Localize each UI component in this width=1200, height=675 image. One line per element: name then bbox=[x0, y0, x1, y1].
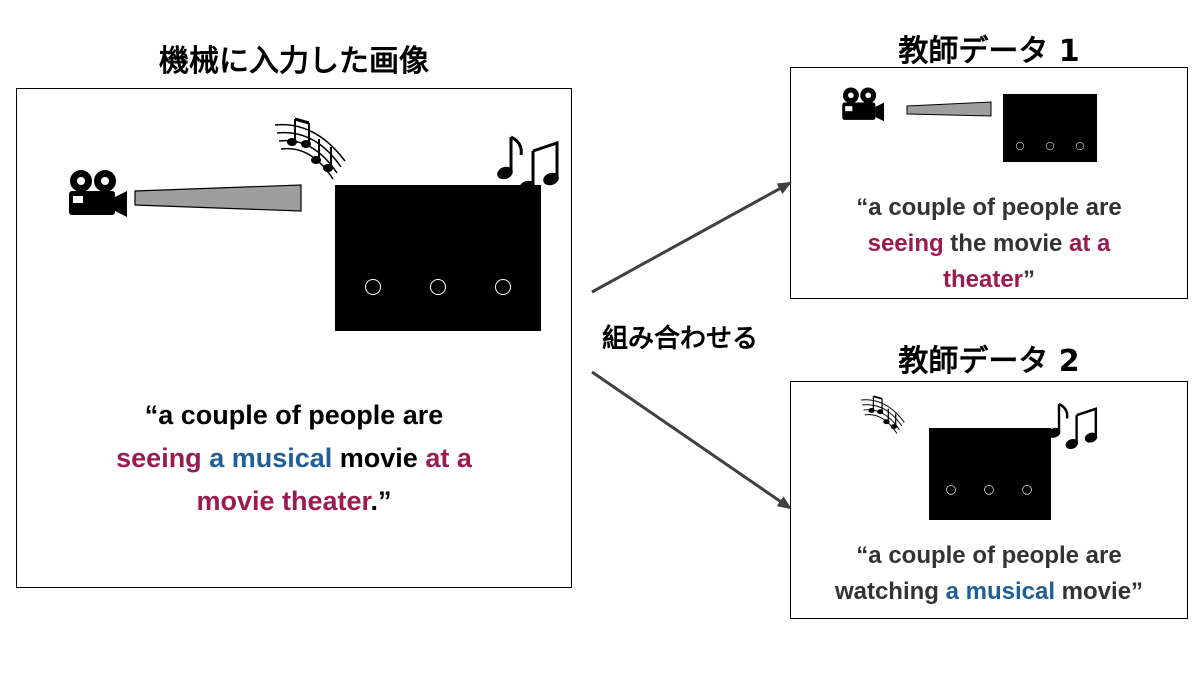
phrase-seeing: seeing bbox=[867, 230, 944, 257]
phrase-at-a: at a bbox=[425, 443, 472, 473]
main-scene bbox=[69, 117, 563, 331]
caption-text: watching bbox=[834, 578, 946, 605]
phrase-a-musical: a musical bbox=[945, 578, 1056, 605]
combine-label: 組み合わせる bbox=[602, 324, 759, 354]
caption-text: movie bbox=[332, 443, 426, 473]
film-camera-icon bbox=[842, 87, 885, 122]
caption-line-2: seeing the movie at a bbox=[791, 226, 1187, 262]
caption-text: the movie bbox=[943, 230, 1070, 257]
sound-wave-notes-icon bbox=[860, 395, 906, 435]
main-caption: “a couple of people are seeing a musical… bbox=[17, 394, 571, 523]
teacher2-caption: “a couple of people are watching a music… bbox=[791, 538, 1187, 610]
arrow-from-teacher1 bbox=[591, 181, 792, 294]
caption-line-3: movie theater.” bbox=[17, 480, 571, 523]
main-image-panel: “a couple of people are seeing a musical… bbox=[16, 88, 572, 588]
projector-beam-icon bbox=[134, 184, 302, 212]
teacher2-scene bbox=[860, 395, 1100, 520]
phrase-at-a: at a bbox=[1069, 230, 1111, 257]
phrase-theater: theater bbox=[942, 266, 1024, 293]
sound-wave-notes-icon bbox=[273, 117, 347, 181]
caption-line-1: “a couple of people are bbox=[856, 194, 1122, 221]
arrow-from-teacher2 bbox=[591, 370, 792, 510]
phrase-a-musical: a musical bbox=[209, 443, 333, 473]
teacher-data-2-panel: “a couple of people are watching a music… bbox=[790, 381, 1188, 619]
teacher-data-1-title: 教師データ 1 bbox=[898, 34, 1080, 69]
projector-beam-icon bbox=[906, 101, 992, 117]
teacher1-scene bbox=[842, 87, 1097, 162]
caption-line-3: theater” bbox=[791, 262, 1187, 298]
caption-end: .” bbox=[370, 486, 392, 516]
phrase-movie-theater: movie theater bbox=[196, 486, 371, 516]
caption-end: ” bbox=[1023, 266, 1036, 293]
teacher-data-2-title: 教師データ 2 bbox=[898, 344, 1080, 379]
teacher1-caption: “a couple of people are seeing the movie… bbox=[791, 190, 1187, 298]
caption-line-1: “a couple of people are bbox=[144, 400, 444, 430]
caption-line-2: seeing a musical movie at a bbox=[17, 437, 571, 480]
music-notes-icon bbox=[1045, 402, 1100, 452]
main-image-title: 機械に入力した画像 bbox=[159, 44, 429, 79]
audience-icon bbox=[335, 273, 541, 327]
film-camera-icon bbox=[69, 170, 127, 217]
audience-icon bbox=[1003, 139, 1097, 162]
caption-line-1: “a couple of people are bbox=[856, 542, 1122, 569]
teacher-data-1-panel: “a couple of people are seeing the movie… bbox=[790, 67, 1188, 299]
caption-end: movie” bbox=[1055, 578, 1144, 605]
caption-line-2: watching a musical movie” bbox=[791, 574, 1187, 610]
phrase-seeing: seeing bbox=[116, 443, 202, 473]
audience-icon bbox=[929, 481, 1051, 509]
